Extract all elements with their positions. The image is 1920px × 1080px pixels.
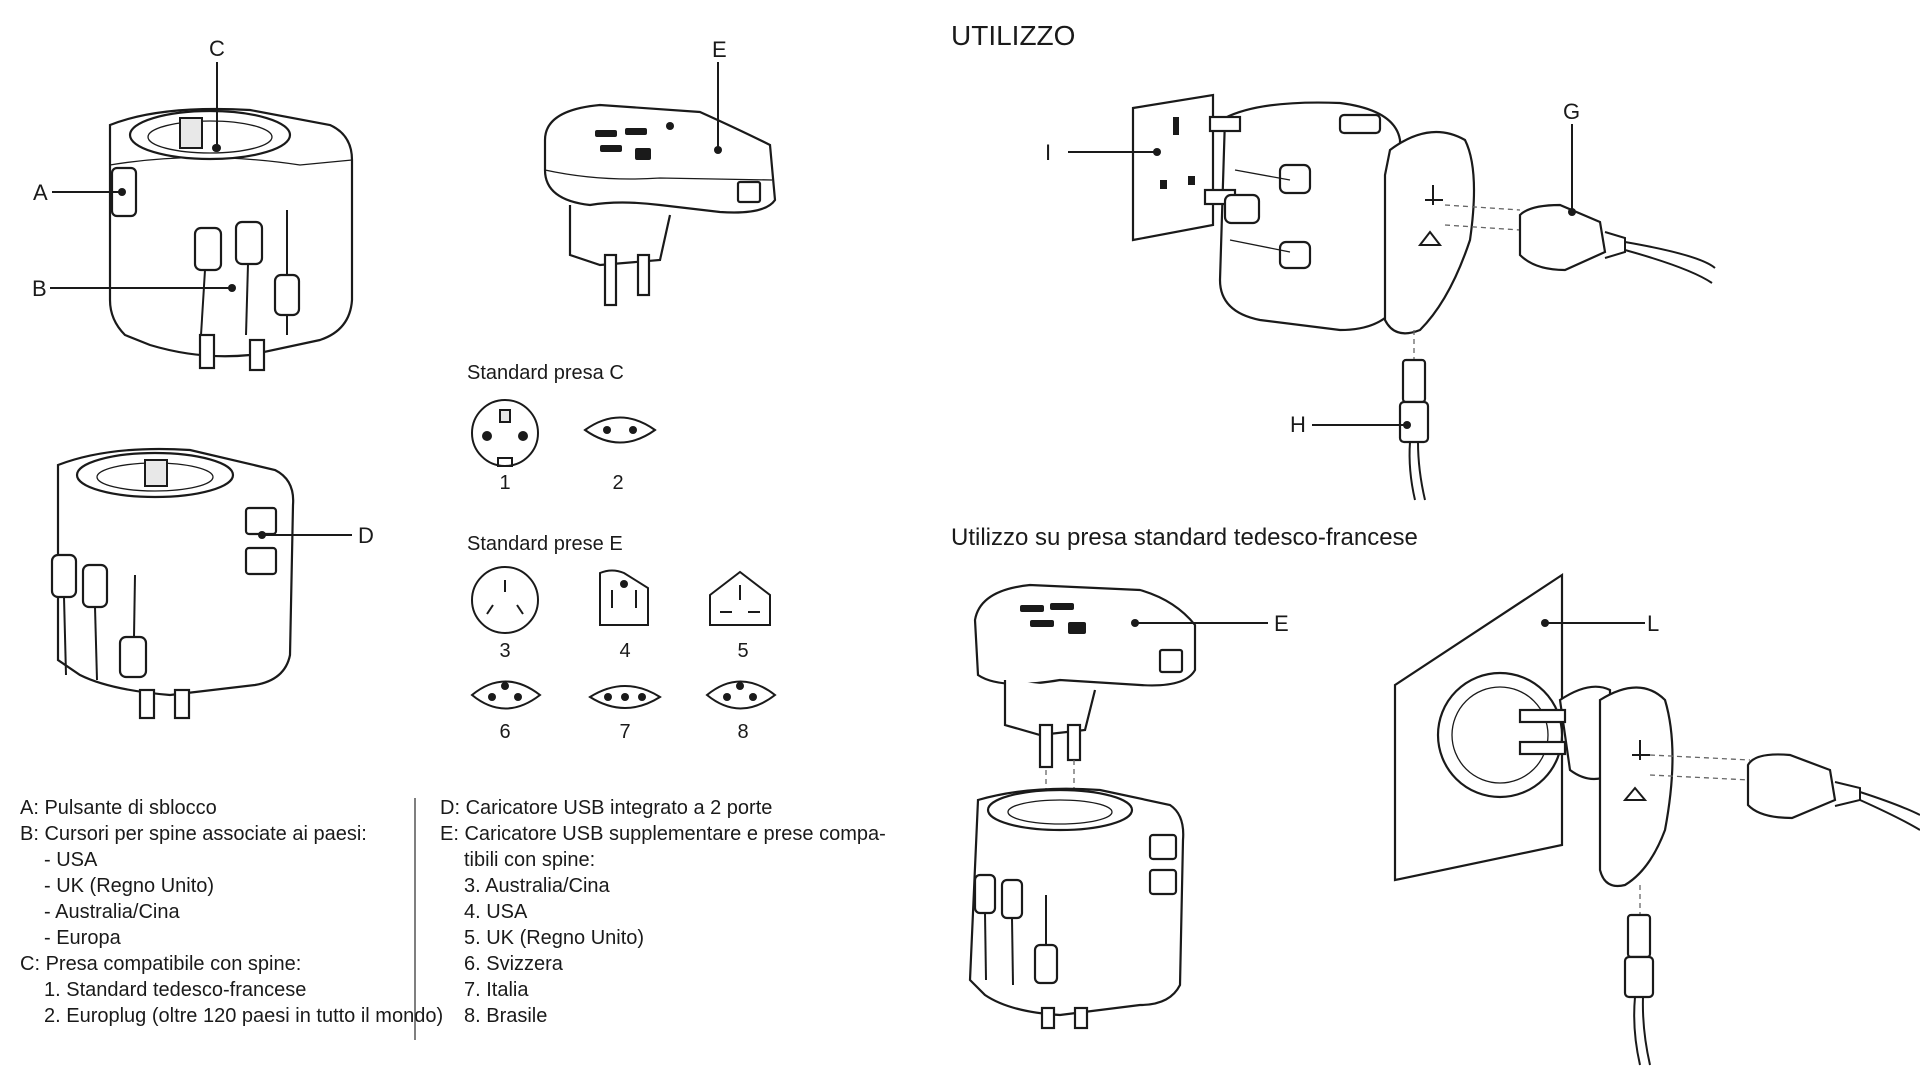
legend-item: - Europa: [44, 927, 121, 949]
section-subtitle: Utilizzo su presa standard tedesco-franc…: [951, 524, 1418, 551]
module-e-illustration: [543, 103, 777, 307]
socket-number: 8: [737, 721, 749, 743]
legend-item: 7. Italia: [464, 979, 529, 1001]
socket-c-heading: Standard presa C: [467, 362, 624, 384]
socket-number: 6: [499, 721, 511, 743]
adapter-front-illustration: [108, 107, 354, 372]
socket-number: 7: [619, 721, 631, 743]
socket-number: 5: [737, 640, 749, 662]
legend-item: 5. UK (Regno Unito): [464, 927, 645, 949]
legend-item: 3. Australia/Cina: [464, 875, 610, 897]
callout-e-top: E: [712, 37, 727, 62]
page-title: UTILIZZO: [951, 20, 1076, 51]
legend-entry-c: C: Presa compatibile con spine:: [20, 953, 302, 975]
usage-uk-illustration: [1131, 93, 1716, 501]
legend-entry-d: D: Caricatore USB integrato a 2 porte: [440, 797, 773, 819]
adapter-rear-illustration: [50, 447, 295, 720]
callout-l: L: [1647, 611, 1660, 636]
legend-entry-a: A: Pulsante di sblocco: [20, 797, 217, 819]
usage-schuko-illustration: [1393, 572, 1920, 1066]
socket-c-icons: [471, 399, 657, 467]
module-on-adapter-illustration: [968, 583, 1197, 1030]
callout-leader-lines: [50, 62, 1645, 627]
callout-d: D: [358, 523, 374, 548]
legend-item: 1. Standard tedesco-francese: [44, 979, 307, 1001]
socket-number: 1: [499, 472, 511, 494]
legend-right: D: Caricatore USB integrato a 2 porte E:…: [440, 795, 886, 1029]
socket-number: 3: [499, 640, 511, 662]
callout-b: B: [32, 276, 47, 301]
legend-entry-e-cont: tibili con spine:: [464, 849, 596, 871]
callout-a: A: [33, 180, 48, 205]
socket-e-heading: Standard prese E: [467, 533, 623, 555]
legend-entry-b: B: Cursori per spine associate ai paesi:: [20, 823, 367, 845]
callout-g: G: [1563, 99, 1581, 124]
legend-item: 6. Svizzera: [464, 953, 563, 975]
legend-item: - Australia/Cina: [44, 901, 180, 923]
legend-item: 4. USA: [464, 901, 528, 923]
socket-number: 2: [612, 472, 624, 494]
callout-i: I: [1045, 140, 1052, 165]
socket-e-icons: [470, 566, 777, 710]
callout-e-bottom: E: [1274, 611, 1289, 636]
legend-item: - UK (Regno Unito): [44, 875, 215, 897]
legend-item: - USA: [44, 849, 98, 871]
callout-c: C: [209, 36, 225, 61]
legend-left: A: Pulsante di sblocco B: Cursori per sp…: [20, 795, 443, 1029]
callout-h: H: [1290, 412, 1306, 437]
legend-entry-e: E: Caricatore USB supplementare e prese …: [440, 823, 886, 845]
legend-item: 8. Brasile: [464, 1005, 548, 1027]
socket-number: 4: [619, 640, 631, 662]
legend-item: 2. Europlug (oltre 120 paesi in tutto il…: [44, 1005, 444, 1027]
